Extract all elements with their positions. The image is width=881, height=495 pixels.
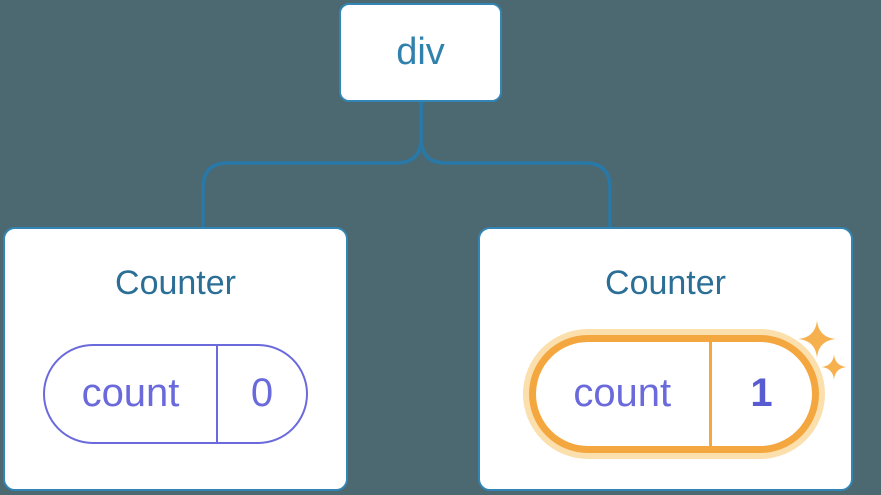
component-title: Counter bbox=[605, 264, 726, 302]
sparkle-icon bbox=[798, 320, 847, 380]
connector-right-branch bbox=[419, 99, 612, 231]
state-key: count bbox=[81, 371, 180, 416]
state-pill-divider bbox=[709, 341, 712, 446]
state-value: 0 bbox=[250, 371, 274, 416]
root-node-div: div bbox=[339, 3, 502, 102]
sparkle-large-icon bbox=[798, 320, 836, 358]
state-pill-highlighted: count 1 bbox=[528, 334, 819, 453]
sparkle-small-icon bbox=[821, 354, 847, 380]
state-pill-divider bbox=[216, 345, 218, 442]
state-key: count bbox=[573, 371, 672, 416]
root-node-label: div bbox=[396, 31, 445, 73]
state-pill: count 0 bbox=[43, 343, 308, 444]
component-title: Counter bbox=[115, 264, 236, 302]
state-value: 1 bbox=[750, 371, 773, 416]
counter-card-left: Counter count 0 bbox=[3, 227, 348, 491]
counter-card-right: Counter count 1 bbox=[478, 227, 853, 491]
connector-left-branch bbox=[201, 99, 423, 231]
